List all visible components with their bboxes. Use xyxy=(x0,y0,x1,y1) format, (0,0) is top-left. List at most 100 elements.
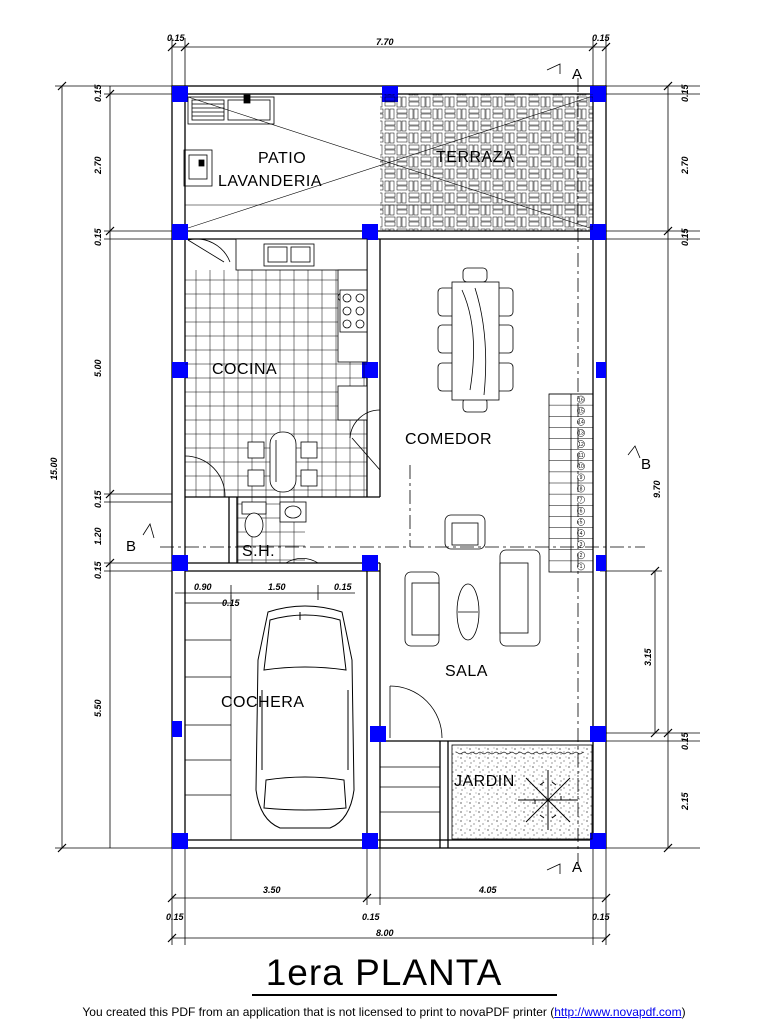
stair-step-marker xyxy=(577,440,585,448)
stair-step-number: 8 xyxy=(580,486,583,492)
stair-step-marker xyxy=(577,506,585,515)
stair-step-number: 1 xyxy=(580,564,583,570)
dimension-labels-top: 0.15 7.70 0.15 xyxy=(167,33,611,47)
svg-text:3.50: 3.50 xyxy=(263,885,281,895)
cochera-ramp xyxy=(185,595,440,840)
svg-text:1.50: 1.50 xyxy=(268,582,286,592)
room-label-sala: SALA xyxy=(445,663,488,680)
footer-text: You created this PDF from an application… xyxy=(82,1005,555,1019)
room-label-comedor: COMEDOR xyxy=(405,431,492,448)
svg-text:0.15: 0.15 xyxy=(166,912,185,922)
stair-step-marker xyxy=(577,429,585,437)
svg-text:0.15: 0.15 xyxy=(592,33,611,43)
room-label-terraza: TERRAZA xyxy=(436,149,514,166)
svg-text:5.00: 5.00 xyxy=(93,359,103,377)
stair-step-marker xyxy=(577,562,585,571)
car-outline xyxy=(255,605,355,829)
laundry-sink xyxy=(187,94,275,125)
plan-title: 1era PLANTA xyxy=(265,952,503,993)
breakfast-table xyxy=(247,431,318,493)
section-marker-a-top: A xyxy=(546,63,582,83)
stair-step-marker xyxy=(577,495,585,504)
doors xyxy=(184,238,443,739)
stair-step-number: 9 xyxy=(580,475,583,481)
stair-step-number: 3 xyxy=(580,542,583,548)
svg-text:0.15: 0.15 xyxy=(680,227,690,246)
svg-text:B: B xyxy=(126,538,136,555)
kitchen-counter xyxy=(235,238,368,421)
svg-text:9.70: 9.70 xyxy=(652,480,662,498)
stair-step-marker xyxy=(577,417,585,426)
dimension-labels-inner: 0.90 1.50 0.15 0.15 xyxy=(194,582,353,608)
room-label-sh: S.H. xyxy=(242,543,275,560)
dimension-labels-bottom: 3.50 4.05 0.15 0.15 0.15 8.00 xyxy=(166,885,611,938)
room-label-cocina: COCINA xyxy=(212,361,277,378)
svg-text:B: B xyxy=(641,456,651,473)
stair-step-marker xyxy=(577,395,585,404)
svg-text:0.15: 0.15 xyxy=(93,83,103,102)
title-underline xyxy=(252,994,557,996)
svg-text:5.50: 5.50 xyxy=(93,699,103,717)
stair-step-number: 12 xyxy=(578,442,584,448)
stair-step-number: 4 xyxy=(580,531,583,537)
svg-text:3.15: 3.15 xyxy=(643,647,653,666)
svg-text:A: A xyxy=(572,859,582,876)
stair-step-marker xyxy=(577,473,585,482)
svg-text:7.70: 7.70 xyxy=(376,37,394,47)
novapdf-link[interactable]: http://www.novapdf.com xyxy=(554,1005,682,1019)
stair-step-number: 16 xyxy=(578,397,584,403)
terraza-paving xyxy=(380,94,593,231)
room-label-jardin: JARDIN xyxy=(454,773,515,790)
living-furniture xyxy=(404,514,541,647)
stair-step-number: 14 xyxy=(578,420,584,426)
jardin-border xyxy=(455,751,585,755)
svg-text:8.00: 8.00 xyxy=(376,928,394,938)
stair-step-number: 6 xyxy=(580,509,583,515)
svg-text:0.15: 0.15 xyxy=(93,489,103,508)
section-lines xyxy=(160,78,645,866)
stair-step-number: 15 xyxy=(578,408,584,414)
svg-text:2.70: 2.70 xyxy=(680,156,690,175)
section-marker-b-left: B xyxy=(126,523,155,555)
footer-text-end: ) xyxy=(681,1005,686,1019)
stair-step-number: 10 xyxy=(578,464,584,470)
stair-step-marker xyxy=(577,529,585,537)
room-label-patio: PATIO xyxy=(258,150,306,167)
dimension-labels-right: 0.15 2.70 0.15 9.70 3.15 0.15 2.15 xyxy=(643,83,690,811)
section-marker-a-bottom: A xyxy=(546,859,582,876)
bathroom-fixtures xyxy=(241,501,307,538)
svg-text:0.15: 0.15 xyxy=(334,582,353,592)
stair-step-marker xyxy=(577,462,585,471)
stair-step-number: 13 xyxy=(578,431,584,437)
dimension-lines xyxy=(55,38,700,945)
svg-text:4.05: 4.05 xyxy=(478,885,498,895)
dimension-labels-left: 15.00 0.15 2.70 0.15 5.00 0.15 1.20 0.15… xyxy=(49,83,103,717)
room-label-lavanderia: LAVANDERIA xyxy=(218,173,322,190)
stair-step-marker xyxy=(577,406,585,415)
svg-text:1.20: 1.20 xyxy=(93,527,103,545)
stair-step-marker xyxy=(577,451,585,460)
stair-step-number: 5 xyxy=(580,520,583,526)
svg-text:0.15: 0.15 xyxy=(680,731,690,750)
svg-text:0.15: 0.15 xyxy=(680,83,690,102)
svg-text:15.00: 15.00 xyxy=(49,457,59,480)
svg-text:0.15: 0.15 xyxy=(592,912,611,922)
washing-machine xyxy=(183,149,213,187)
section-marker-b-right: B xyxy=(627,445,651,473)
jardin-gravel xyxy=(451,744,593,840)
pdf-watermark-notice: You created this PDF from an application… xyxy=(0,1005,768,1019)
svg-text:0.15: 0.15 xyxy=(167,33,186,43)
svg-text:0.15: 0.15 xyxy=(362,912,381,922)
stair-step-marker xyxy=(577,484,585,493)
patio-cross-lines xyxy=(185,96,593,229)
stair-step-number: 7 xyxy=(580,497,583,503)
room-label-cochera: COCHERA xyxy=(221,694,305,711)
svg-text:2.70: 2.70 xyxy=(93,156,103,175)
svg-text:2.15: 2.15 xyxy=(680,791,690,811)
svg-text:0.15: 0.15 xyxy=(222,598,241,608)
svg-text:A: A xyxy=(572,66,582,83)
stair-step-marker xyxy=(577,540,585,549)
dining-table xyxy=(437,267,514,413)
